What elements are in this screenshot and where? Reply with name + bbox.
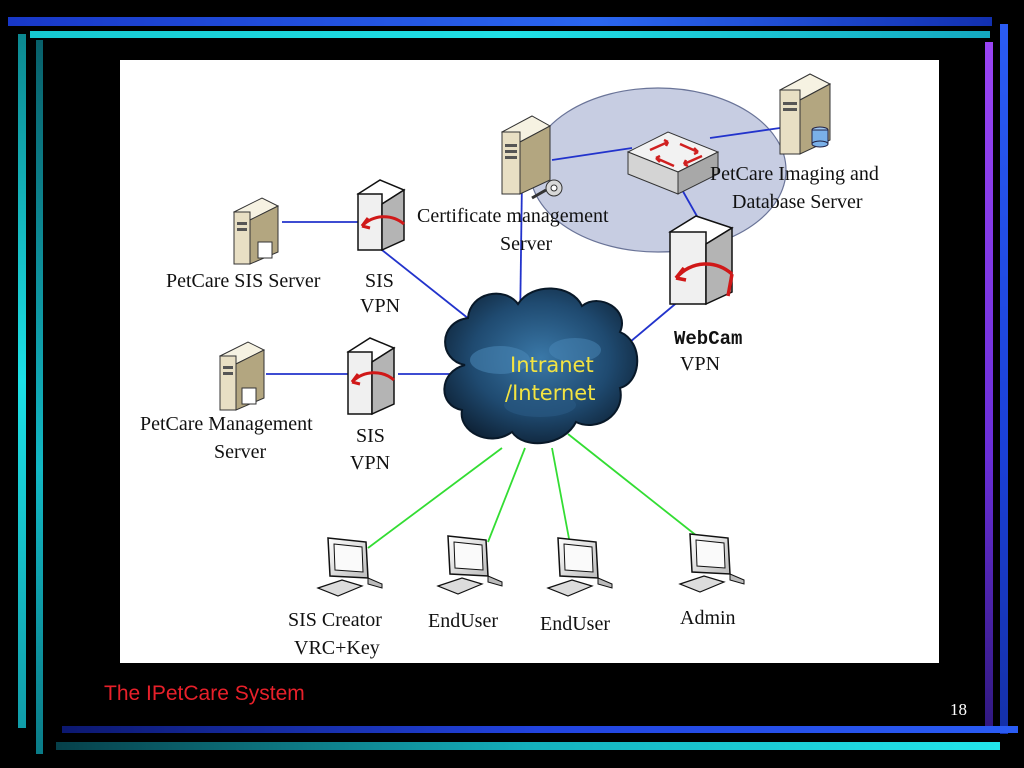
key-icon bbox=[531, 179, 563, 200]
database-server-icon bbox=[778, 73, 832, 155]
frame-bar-top-cyan bbox=[30, 31, 990, 38]
label-mgmt-server-l1: PetCare Management bbox=[140, 413, 313, 435]
label-sis-creator-l1: SIS Creator bbox=[288, 609, 382, 631]
sis-creator-computer-icon bbox=[316, 537, 383, 597]
internet-cloud: Intranet /Internet bbox=[443, 287, 639, 445]
label-sis-server: PetCare SIS Server bbox=[166, 270, 321, 292]
link-cloud-sis-creator bbox=[367, 447, 503, 549]
label-admin: Admin bbox=[680, 607, 736, 629]
sis-vpn-bottom-icon bbox=[346, 337, 396, 416]
label-cert-server-l2: Server bbox=[500, 233, 553, 255]
link-switch-db bbox=[709, 127, 781, 139]
label-sis-vpn-top-l1: SIS bbox=[365, 270, 394, 292]
frame-bar-right-violet bbox=[985, 42, 993, 730]
label-mgmt-server-l2: Server bbox=[214, 441, 267, 463]
label-sis-vpn-bottom-l1: SIS bbox=[356, 425, 385, 447]
slide-caption: The IPetCare System bbox=[104, 682, 305, 705]
link-cert-switch bbox=[551, 147, 633, 161]
connection-lines bbox=[266, 127, 781, 549]
label-webcam-vpn-l1: WebCam bbox=[674, 328, 742, 350]
enduser-1-computer-icon bbox=[436, 535, 503, 595]
frame-bar-left-inner bbox=[36, 40, 43, 754]
admin-computer-icon bbox=[678, 533, 745, 593]
frame-bar-bottom-blue bbox=[62, 726, 1018, 733]
label-sis-vpn-bottom-l2: VPN bbox=[350, 452, 390, 474]
enduser-2-computer-icon bbox=[546, 537, 613, 597]
page-number: 18 bbox=[950, 700, 967, 719]
link-webcam-cloud bbox=[629, 299, 681, 343]
label-enduser-2: EndUser bbox=[540, 613, 610, 635]
label-cert-server-l1: Certificate management bbox=[417, 205, 609, 227]
frame-bar-top-blue bbox=[8, 17, 992, 26]
sis-server-icon bbox=[232, 197, 280, 265]
network-switch-icon bbox=[626, 131, 720, 195]
network-diagram-panel: Intranet /Internet bbox=[120, 60, 939, 663]
label-sis-creator-l2: VRC+Key bbox=[294, 637, 380, 659]
label-enduser-1: EndUser bbox=[428, 610, 498, 632]
frame-bar-left-outer bbox=[18, 34, 26, 728]
label-sis-vpn-top-l2: VPN bbox=[360, 295, 400, 317]
sis-vpn-top-icon bbox=[356, 179, 406, 252]
label-imaging-db-l1: PetCare Imaging and bbox=[710, 163, 879, 185]
network-diagram: Intranet /Internet bbox=[140, 73, 879, 659]
certificate-server-icon bbox=[500, 115, 552, 195]
link-cloud-enduser-1 bbox=[487, 447, 526, 543]
frame-bar-right-blue bbox=[1000, 24, 1008, 734]
label-imaging-db-l2: Database Server bbox=[732, 191, 863, 213]
label-webcam-vpn-l2: VPN bbox=[680, 353, 720, 375]
webcam-vpn-icon bbox=[668, 215, 734, 306]
management-server-icon bbox=[218, 341, 266, 411]
cloud-label-line2: /Internet bbox=[505, 381, 595, 405]
cloud-label-line1: Intranet bbox=[510, 353, 594, 377]
link-cloud-admin bbox=[567, 433, 703, 541]
frame-bar-bottom-cyan bbox=[56, 742, 1000, 750]
link-cloud-enduser-2 bbox=[551, 447, 571, 545]
